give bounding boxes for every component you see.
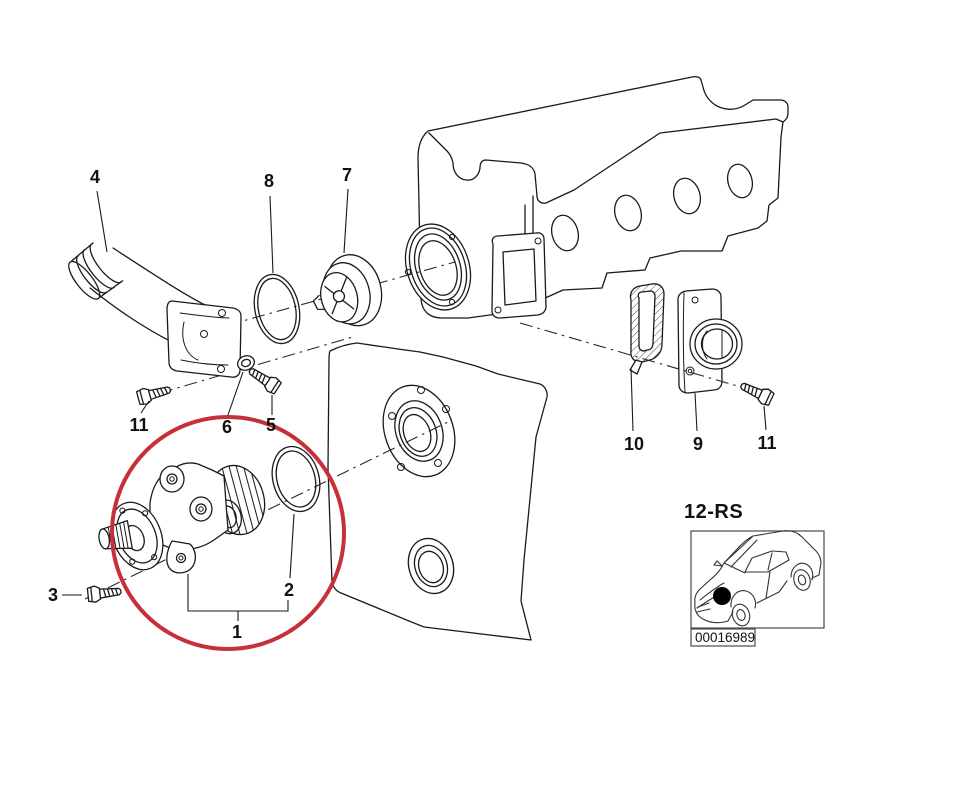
callout-2[interactable]: 2 [284,580,294,600]
washer-drawing [237,355,255,371]
callout-3[interactable]: 3 [48,585,58,605]
cylinder-head-drawing [404,75,789,319]
callout-11-right[interactable]: 11 [757,433,776,453]
timing-cover-drawing [327,342,548,641]
pump-flange-drawing [382,384,456,478]
coolant-pad-drawing [491,232,547,319]
callout-10[interactable]: 10 [624,434,644,454]
bolt-3-drawing [86,582,123,604]
bolt-11-left-drawing [135,381,173,407]
callout-4[interactable]: 4 [90,167,100,187]
bolt-11-right-drawing [737,377,776,408]
callout-1[interactable]: 1 [232,622,242,642]
oring-2-drawing [271,445,321,513]
car-thumbnail [694,530,822,627]
image-number-box [690,628,756,647]
crank-seal-drawing [407,537,455,595]
image-number-label: 00016989 [695,630,755,645]
callout-7[interactable]: 7 [342,165,352,185]
gasket-drawing [629,283,665,375]
water-flange-drawing [677,288,743,394]
section-code-label: 12-RS [684,501,743,523]
highlight-circle [110,415,346,651]
vehicle-thumbnail-box [690,530,825,629]
callout-6[interactable]: 6 [222,417,232,437]
callout-8[interactable]: 8 [264,171,274,191]
callout-9[interactable]: 9 [693,434,703,454]
water-pipe-drawing [68,242,242,378]
leader-lines [62,188,767,621]
thermostat-drawing [312,254,383,327]
location-dot [713,587,731,605]
section-block: 12-RS 00016989 [684,501,825,647]
callout-5[interactable]: 5 [266,415,276,435]
water-pump-drawing [98,462,266,574]
callout-11-left[interactable]: 11 [129,415,148,435]
oring-8-drawing [253,273,301,345]
